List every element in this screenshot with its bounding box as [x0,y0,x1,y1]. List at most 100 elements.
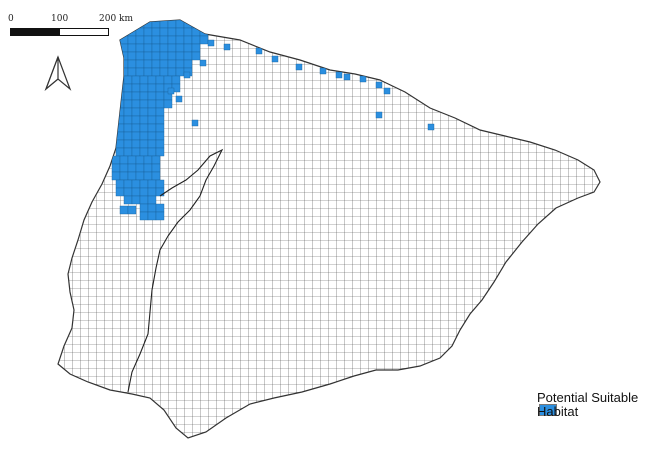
habitat-cell [155,123,165,133]
habitat-cell [147,123,157,133]
habitat-cell [119,171,129,181]
habitat-cell [139,99,149,109]
habitat-cell [147,83,157,93]
habitat-cell [115,147,125,157]
habitat-cell [155,131,165,141]
habitat-cell [131,195,141,205]
habitat-cell [151,163,161,173]
habitat-cell [123,99,133,109]
scale-tick-200: 200 km [99,14,134,24]
habitat-cell [255,47,263,55]
habitat-cell [131,91,141,101]
habitat-cell [123,131,133,141]
habitat-cell [139,211,149,221]
habitat-cell [183,43,193,53]
habitat-cell [183,27,193,37]
habitat-cell [139,123,149,133]
habitat-cell [147,99,157,109]
habitat-cell [147,203,157,213]
habitat-cell [147,187,157,197]
habitat-cell [127,51,137,61]
habitat-cell [127,205,137,215]
habitat-cell [139,179,149,189]
habitat-cell [123,107,133,117]
habitat-cell [123,75,133,85]
habitat-cell [151,35,161,45]
habitat-cell [119,163,129,173]
habitat-cell [271,55,279,63]
habitat-cell [183,51,193,61]
habitat-cell [163,99,173,109]
habitat-cell [167,43,177,53]
habitat-cell [131,115,141,125]
habitat-cell [175,59,185,69]
habitat-cell [143,43,153,53]
habitat-cell [223,43,231,51]
habitat-cell [139,195,149,205]
habitat-cell [139,91,149,101]
habitat-cell [295,63,303,71]
habitat-cell [147,91,157,101]
habitat-cell [171,75,181,85]
habitat-cell [151,67,161,77]
scale-tick-0: 0 [8,14,14,24]
habitat-cell [167,59,177,69]
habitat-cell [427,123,435,131]
habitat-cell [119,205,129,215]
habitat-cell [143,171,153,181]
habitat-cell [143,163,153,173]
habitat-cell [131,75,141,85]
habitat-cell [175,43,185,53]
habitat-cell [115,91,125,101]
habitat-cell [139,147,149,157]
habitat-cell [131,179,141,189]
habitat-cell [155,139,165,149]
habitat-cell [183,59,193,69]
habitat-cell [139,115,149,125]
habitat-cell [119,27,129,37]
habitat-cell [159,27,169,37]
habitat-cell [143,67,153,77]
habitat-cell [155,83,165,93]
habitat-cell [127,59,137,69]
habitat-cell [191,119,199,127]
north-arrow-icon [44,55,72,91]
habitat-cell [155,203,165,213]
habitat-cell [163,75,173,85]
habitat-cell [139,75,149,85]
habitat-cell [147,147,157,157]
habitat-cell [175,27,185,37]
habitat-cell [135,67,145,77]
habitat-cell [147,139,157,149]
habitat-cell [123,187,133,197]
habitat-cell [159,35,169,45]
habitat-cell [127,155,137,165]
habitat-cell [359,75,367,83]
habitat-cell [199,27,209,37]
habitat-cell [139,131,149,141]
habitat-cell [139,203,149,213]
habitat-cell [123,83,133,93]
habitat-cell [143,35,153,45]
habitat-cell [183,71,191,79]
habitat-cell [119,67,129,77]
habitat-cell [127,67,137,77]
habitat-cell [143,155,153,165]
habitat-cell [167,35,177,45]
habitat-cell [375,81,383,89]
habitat-cell [147,115,157,125]
habitat-cell [127,163,137,173]
habitat-cell [143,59,153,69]
habitat-cell [175,35,185,45]
habitat-cell [111,155,121,165]
habitat-cell [123,179,133,189]
habitat-cell [147,179,157,189]
habitat-cell [159,43,169,53]
habitat-cell [155,211,165,221]
habitat-cell [139,107,149,117]
habitat-cell [151,43,161,53]
habitat-cell [383,87,391,95]
habitat-cell [199,20,209,29]
